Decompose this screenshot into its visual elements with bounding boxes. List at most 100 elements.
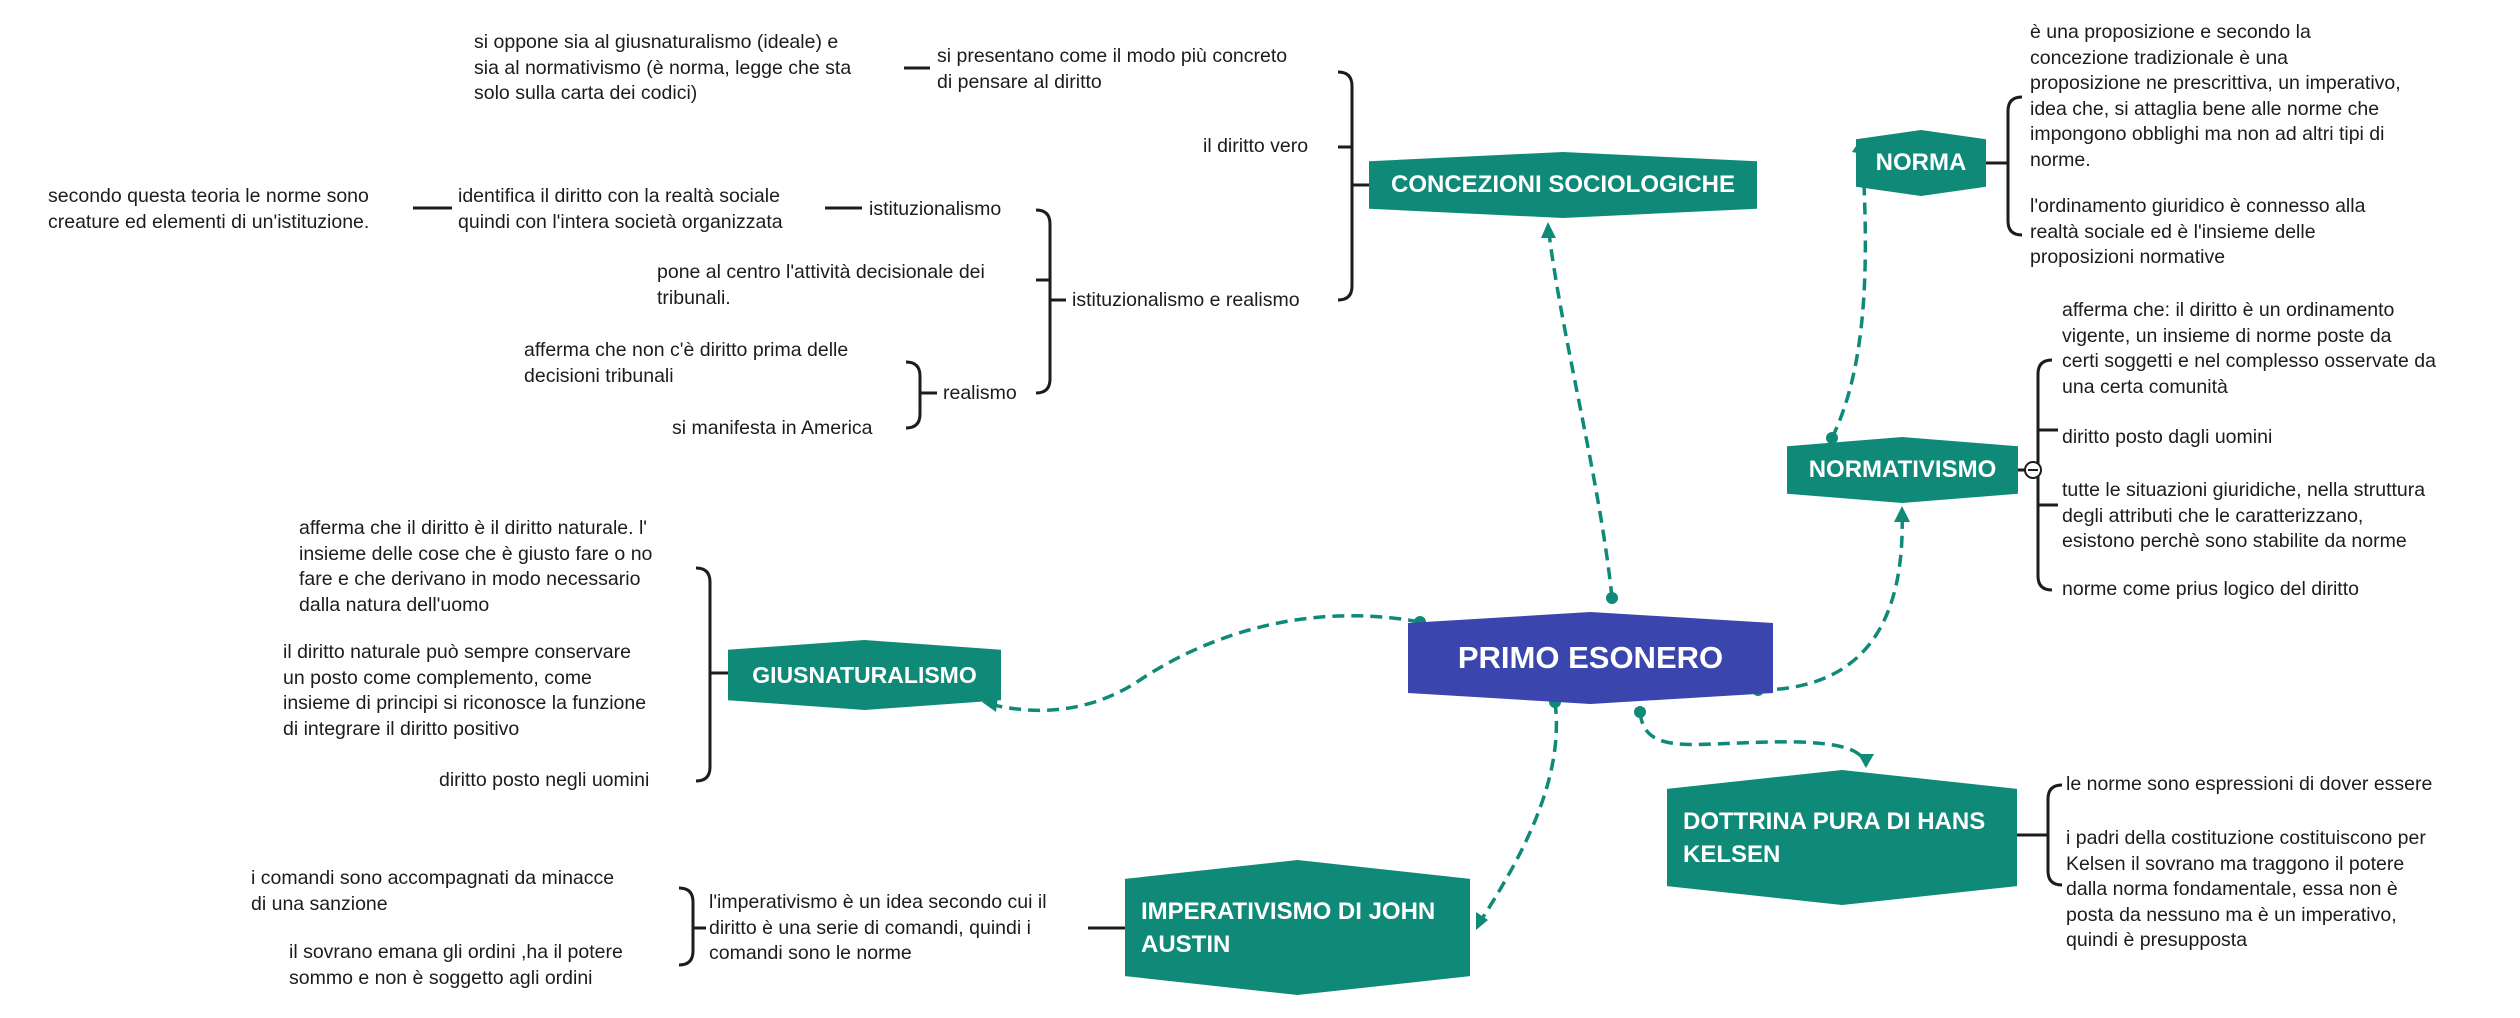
line: sia al normativismo (è norma, legge che …	[474, 56, 852, 79]
line: vigente, un insieme di norme poste da	[2062, 324, 2392, 347]
line: insieme delle cose che è giusto fare o n…	[299, 542, 653, 565]
line: quindi con l'intera società organizzata	[458, 210, 783, 233]
line: afferma che il diritto è il diritto natu…	[299, 517, 648, 539]
topic-label: GIUSNATURALISMO	[752, 661, 977, 688]
line: i comandi sono accompagnati da minacce	[251, 867, 615, 889]
subtopic-realismo[interactable]: realismo	[943, 382, 1017, 404]
subtopic-si-oppone[interactable]: si oppone sia al giusnaturalismo (ideale…	[474, 30, 851, 107]
line: solo sulla carta dei codici)	[474, 82, 698, 104]
line: degli attributi che le caratterizzano,	[2062, 504, 2364, 527]
link-normativismo-norma	[1830, 144, 1868, 439]
subtopic-istituzionalismo-e-realismo[interactable]: istituzionalismo e realismo	[1072, 289, 1300, 311]
topic-label: NORMA	[1875, 149, 1967, 176]
austin-bracket	[678, 886, 706, 967]
realismo-bracket	[905, 360, 937, 430]
label-line: KELSEN	[1683, 840, 1781, 868]
line: tutte le situazioni giuridiche, nella st…	[2062, 479, 2426, 501]
line: si oppone sia al giusnaturalismo (ideale…	[474, 31, 839, 53]
line: insieme di principi si riconosce la funz…	[283, 692, 647, 714]
giusnaturalismo-item-1[interactable]: afferma che il diritto è il diritto natu…	[299, 516, 652, 618]
line: una certa comunità	[2062, 375, 2228, 398]
link-to-giusnaturalismo	[984, 614, 1421, 713]
normativismo-item-1[interactable]: afferma che: il diritto è un ordinamento…	[2062, 298, 2436, 400]
line: l'imperativismo è un idea secondo cui il	[709, 891, 1047, 913]
line: impongono obblighi ma non ad altri tipi …	[2030, 123, 2385, 145]
topic-concezioni-sociologiche[interactable]: CONCEZIONI SOCIOLOGICHE	[1369, 152, 1757, 218]
link-to-normativismo	[1757, 509, 1904, 692]
line: esistono perchè sono stabilite da norme	[2062, 530, 2407, 552]
line: il sovrano emana gli ordini ,ha il poter…	[289, 941, 623, 963]
line: creature ed elementi di un'istituzione.	[48, 210, 370, 233]
norma-item-2[interactable]: l'ordinamento giuridico è connesso alla r…	[2030, 194, 2365, 271]
subtopic-identifica[interactable]: identifica il diritto con la realtà soci…	[458, 184, 783, 235]
link-to-concezioni	[1546, 224, 1614, 599]
giusnaturalismo-item-3[interactable]: diritto posto negli uomini	[439, 768, 649, 794]
line: i padri della costituzione costituiscono…	[2066, 827, 2426, 849]
line: concezione tradizionale è una	[2030, 46, 2289, 69]
line: un posto come complemento, come	[283, 666, 592, 689]
line: sommo e non è soggetto agli ordini	[289, 966, 593, 989]
line: di una sanzione	[251, 892, 388, 915]
line: tribunali.	[657, 286, 731, 309]
link-to-kelsen	[1638, 711, 1868, 766]
link-to-austin	[1476, 701, 1559, 926]
normativismo-item-3[interactable]: tutte le situazioni giuridiche, nella st…	[2062, 478, 2425, 555]
line: dalla norma fondamentale, essa non è	[2066, 878, 2398, 900]
line: quindi è presupposta	[2066, 929, 2248, 951]
line: di integrare il diritto positivo	[283, 717, 520, 740]
line: afferma che non c'è diritto prima delle	[524, 339, 849, 361]
line: pone al centro l'attività decisionale de…	[657, 261, 985, 283]
line: certi soggetti e nel complesso osservate…	[2062, 350, 2436, 372]
topic-norma[interactable]: NORMA	[1856, 130, 1986, 196]
line: diritto posto dagli uomini	[2062, 426, 2273, 448]
austin-definition[interactable]: l'imperativismo è un idea secondo cui il…	[709, 890, 1047, 967]
normativismo-item-2[interactable]: diritto posto dagli uomini	[2062, 425, 2272, 451]
line: l'ordinamento giuridico è connesso alla	[2030, 195, 2366, 217]
line: proposizioni normative	[2030, 246, 2226, 268]
line: le norme sono espressioni di dover esser…	[2066, 773, 2433, 795]
line: secondo questa teoria le norme sono	[48, 185, 369, 207]
label-line: AUSTIN	[1141, 930, 1231, 958]
line: realtà sociale ed è l'insieme delle	[2030, 220, 2316, 243]
subtopic-diritto-vero[interactable]: il diritto vero	[1203, 135, 1309, 157]
topic-giusnaturalismo[interactable]: GIUSNATURALISMO	[728, 640, 1001, 710]
central-topic-primo-esonero[interactable]: PRIMO ESONERO	[1408, 612, 1773, 704]
concezioni-bracket	[1337, 70, 1369, 302]
line: diritto è una serie di comandi, quindi i	[709, 916, 1031, 939]
kelsen-item-2[interactable]: i padri della costituzione costituiscono…	[2066, 826, 2426, 954]
line: afferma che: il diritto è un ordinamento	[2062, 299, 2395, 321]
kelsen-item-1[interactable]: le norme sono espressioni di dover esser…	[2066, 772, 2432, 798]
topic-normativismo[interactable]: NORMATIVISMO	[1787, 437, 2018, 503]
line: comandi sono le norme	[709, 942, 912, 964]
line: diritto posto negli uomini	[439, 769, 650, 791]
line: si presentano come il modo più concreto	[937, 45, 1288, 67]
line: Kelsen il sovrano ma traggono il potere	[2066, 852, 2405, 875]
austin-item-1[interactable]: i comandi sono accompagnati da minacce di…	[251, 866, 614, 917]
subtopic-secondo-teoria[interactable]: secondo questa teoria le norme sono creat…	[48, 184, 369, 235]
topic-label: NORMATIVISMO	[1808, 456, 1997, 483]
central-topic-label: PRIMO ESONERO	[1457, 640, 1724, 675]
line: norme come prius logico del diritto	[2062, 578, 2359, 600]
topic-label: CONCEZIONI SOCIOLOGICHE	[1390, 171, 1735, 198]
ist-realismo-bracket	[1035, 208, 1066, 395]
line: identifica il diritto con la realtà soci…	[458, 185, 780, 207]
subtopic-istituzionalismo[interactable]: istituzionalismo	[869, 198, 1002, 220]
line: posta da nessuno ma è un imperativo,	[2066, 903, 2397, 926]
norma-bracket	[1986, 95, 2023, 237]
giusnaturalismo-bracket	[695, 566, 728, 783]
austin-item-2[interactable]: il sovrano emana gli ordini ,ha il poter…	[289, 940, 623, 991]
subtopic-pone-al-centro[interactable]: pone al centro l'attività decisionale de…	[657, 260, 985, 311]
giusnaturalismo-item-2[interactable]: il diritto naturale può sempre conservar…	[283, 640, 646, 742]
normativismo-item-4[interactable]: norme come prius logico del diritto	[2062, 577, 2359, 603]
line: norme.	[2030, 148, 2091, 171]
subtopic-america[interactable]: si manifesta in America	[672, 417, 873, 439]
line: idea che, si attaglia bene alle norme ch…	[2030, 97, 2380, 120]
